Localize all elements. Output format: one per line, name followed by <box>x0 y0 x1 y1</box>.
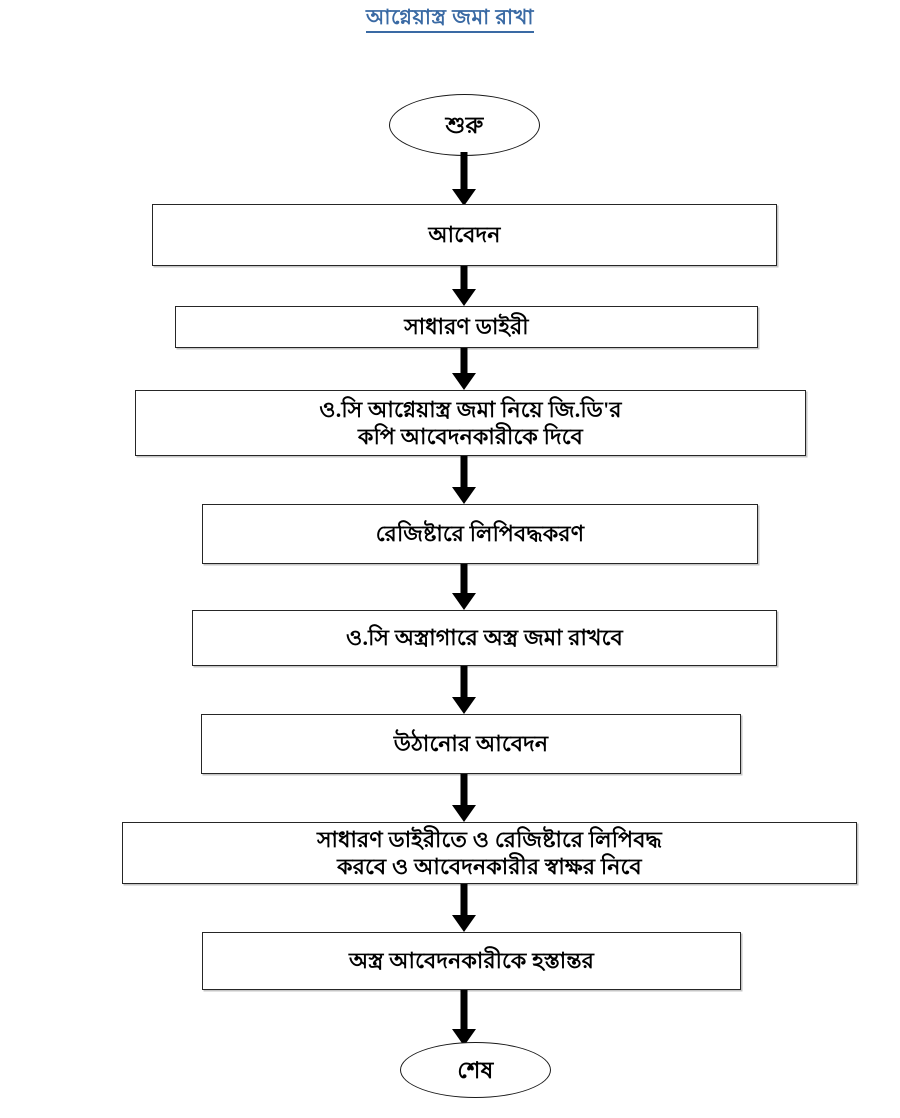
flow-node-diary-register-signature[interactable]: সাধারণ ডাইরীতে ও রেজিষ্টারে লিপিবদ্ধ করব… <box>122 822 857 884</box>
arrowhead-icon <box>452 593 476 610</box>
flow-node-oc-stores-weapon-label: ও.সি অস্ত্রাগারে অস্ত্র জমা রাখবে <box>346 624 623 650</box>
flow-node-start[interactable]: শুরু <box>389 94 540 156</box>
flow-node-application[interactable]: আবেদন <box>152 204 777 266</box>
edge-shaft <box>460 152 468 189</box>
flow-edge-start-n1 <box>448 152 480 206</box>
flow-node-register-entry[interactable]: রেজিষ্টারে লিপিবদ্ধকরণ <box>202 504 758 564</box>
arrowhead-icon <box>452 805 476 822</box>
arrowhead-icon <box>452 697 476 714</box>
page-title: আগ্নেয়াস্ত্র জমা রাখা <box>0 4 900 33</box>
arrowhead-icon <box>452 189 476 206</box>
flow-edge-n5-n6 <box>448 666 480 714</box>
flow-node-start-label: শুরু <box>445 112 484 138</box>
flow-edge-n1-n2 <box>448 266 480 306</box>
flow-node-end-label: শেষ <box>457 1057 494 1083</box>
edge-shaft <box>460 774 468 805</box>
flow-edge-n3-n4 <box>448 456 480 504</box>
flow-node-general-diary[interactable]: সাধারণ ডাইরী <box>175 306 758 348</box>
flow-node-handover-weapon-label: অস্ত্র আবেদনকারীকে হস্তান্তর <box>348 947 595 973</box>
edge-shaft <box>460 348 468 373</box>
page-title-text: আগ্নেয়াস্ত্র জমা রাখা <box>365 4 535 33</box>
edge-shaft <box>460 564 468 593</box>
edge-shaft <box>460 666 468 697</box>
flow-node-diary-register-signature-label: সাধারণ ডাইরীতে ও রেজিষ্টারে লিপিবদ্ধ করব… <box>317 826 662 880</box>
flow-node-application-label: আবেদন <box>428 221 501 247</box>
edge-shaft <box>460 990 468 1029</box>
flow-node-oc-gives-gd-copy-label: ও.সি আগ্নেয়াস্ত্র জমা নিয়ে জি.ডি'র কপি… <box>319 396 622 450</box>
flow-edge-n8-end <box>448 990 480 1046</box>
flow-node-register-entry-label: রেজিষ্টারে লিপিবদ্ধকরণ <box>375 520 585 546</box>
flow-edge-n2-n3 <box>448 348 480 390</box>
flow-node-withdrawal-application-label: উঠানোর আবেদন <box>393 730 549 756</box>
edge-shaft <box>460 266 468 289</box>
flow-node-general-diary-label: সাধারণ ডাইরী <box>404 313 529 339</box>
arrowhead-icon <box>452 289 476 306</box>
flow-node-end[interactable]: শেষ <box>400 1042 551 1098</box>
flow-node-oc-stores-weapon[interactable]: ও.সি অস্ত্রাগারে অস্ত্র জমা রাখবে <box>192 610 777 666</box>
flow-node-oc-gives-gd-copy[interactable]: ও.সি আগ্নেয়াস্ত্র জমা নিয়ে জি.ডি'র কপি… <box>135 390 806 456</box>
arrowhead-icon <box>452 373 476 390</box>
edge-shaft <box>460 884 468 915</box>
flow-edge-n6-n7 <box>448 774 480 822</box>
flow-edge-n4-n5 <box>448 564 480 610</box>
edge-shaft <box>460 456 468 487</box>
arrowhead-icon <box>452 915 476 932</box>
flow-node-withdrawal-application[interactable]: উঠানোর আবেদন <box>201 714 741 774</box>
flow-node-handover-weapon[interactable]: অস্ত্র আবেদনকারীকে হস্তান্তর <box>202 932 741 990</box>
arrowhead-icon <box>452 487 476 504</box>
flow-edge-n7-n8 <box>448 884 480 932</box>
